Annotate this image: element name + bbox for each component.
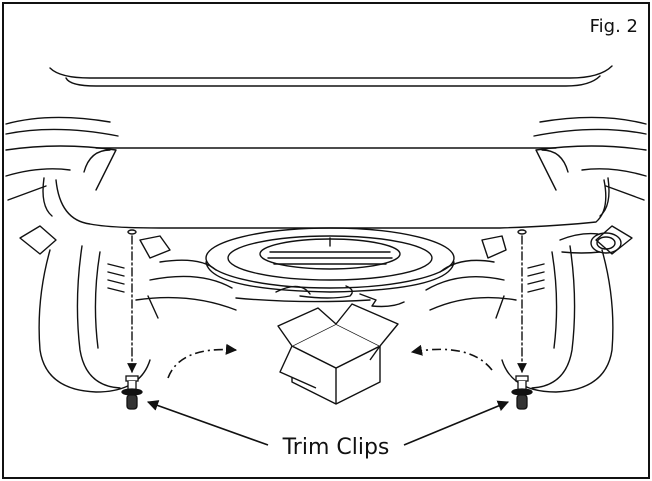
lower-bumper-cover: [42, 147, 610, 229]
right-curved-arrow: [410, 344, 493, 371]
parts-box-icon: [277, 303, 399, 405]
right-trim-clip: [511, 375, 533, 410]
left-suspension: [107, 235, 237, 319]
underbody-details: [235, 285, 405, 308]
right-callout-arrow: [403, 400, 510, 446]
left-callout-arrow: [146, 400, 269, 446]
left-mounting-hole: [127, 229, 137, 235]
exhaust-tip: [559, 232, 622, 254]
spare-tire: [205, 227, 455, 293]
left-curved-arrow: [167, 343, 238, 379]
right-mounting-hole: [517, 229, 527, 235]
right-body-panel: [533, 116, 647, 201]
right-suspension: [425, 235, 545, 319]
trim-clips-label: Trim Clips: [282, 435, 390, 460]
figure-number: Fig. 2: [589, 16, 638, 37]
left-trim-clip: [121, 375, 143, 410]
bumper-top-edge: [49, 65, 613, 87]
left-body-panel: [5, 116, 119, 201]
left-tire: [19, 225, 151, 393]
